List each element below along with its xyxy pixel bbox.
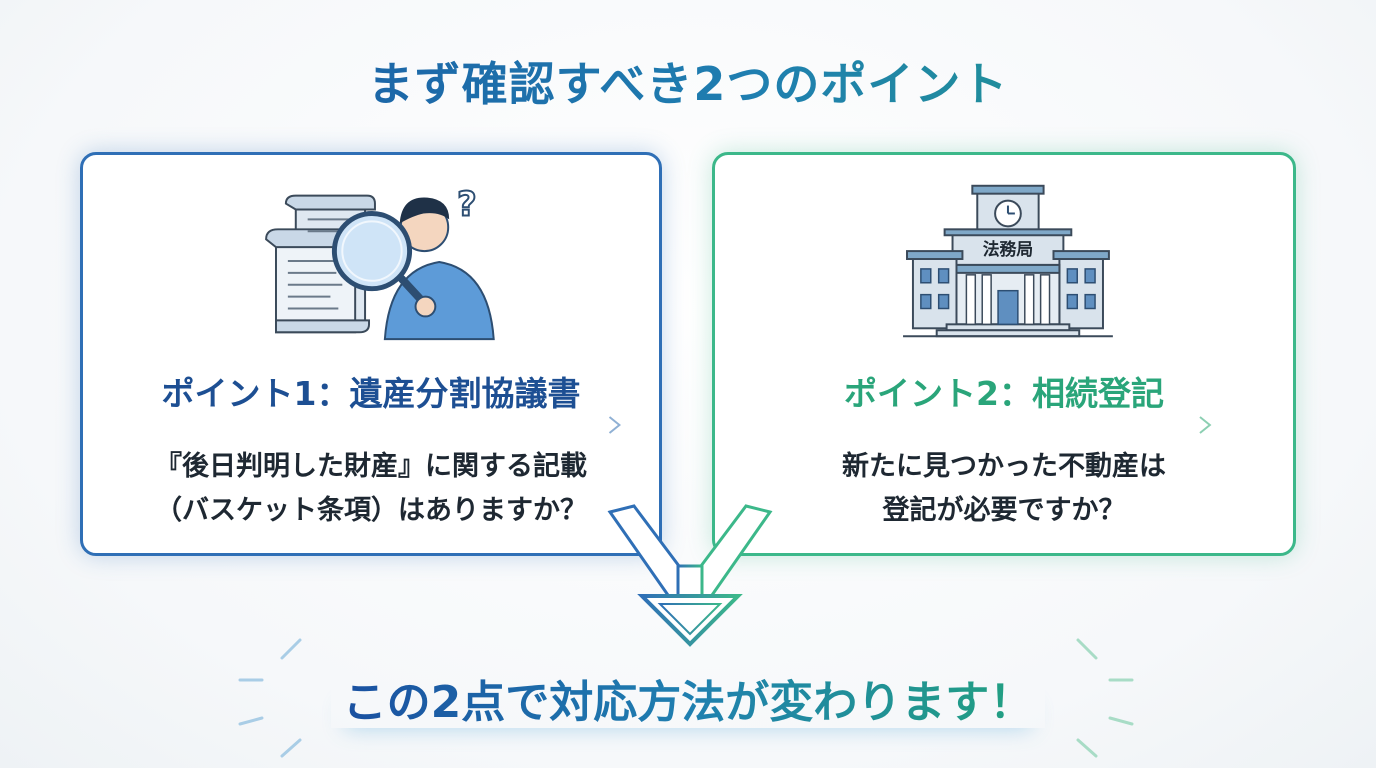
point-1-line-2: （バスケット条項）はありますか？ (155, 495, 587, 526)
conclusion-message: この2点で対応方法が変わります！ (0, 666, 1376, 730)
point-1-description: 『後日判明した財産』に関する記載 （バスケット条項）はありますか？ (83, 445, 659, 533)
point-2-line-2: 登記が必要ですか？ (882, 495, 1126, 526)
point-2-card: 法務局 ポイント2：相続登記 新たに見つかった不動産は (712, 152, 1296, 556)
document-magnifier-person-icon: ? (265, 183, 495, 341)
merge-down-arrow-icon (607, 504, 773, 647)
point-1-card: ? ポイント1：遺産分割協議書 『後日判明した財産』に関する記載 （バスケット条… (80, 152, 662, 556)
point-1-line-1: 『後日判明した財産』に関する記載 (155, 451, 587, 482)
svg-text:?: ? (457, 184, 477, 223)
point-1-title: ポイント1：遺産分割協議書 (161, 374, 581, 413)
point-2-title: ポイント2：相続登記 (844, 374, 1164, 413)
point-2-description: 新たに見つかった不動産は 登記が必要ですか？ (715, 445, 1293, 533)
point-2-line-1: 新たに見つかった不動産は (842, 451, 1166, 482)
point-2-divider-arrow (794, 416, 1212, 434)
legal-affairs-bureau-building-icon: 法務局 (903, 184, 1113, 338)
building-sign-text: 法務局 (983, 239, 1033, 259)
page-title: まず確認すべき2つのポイント (0, 48, 1376, 114)
conclusion-text: この2点で対応方法が変わります！ (331, 677, 1046, 728)
point-1-divider-arrow (112, 416, 621, 434)
